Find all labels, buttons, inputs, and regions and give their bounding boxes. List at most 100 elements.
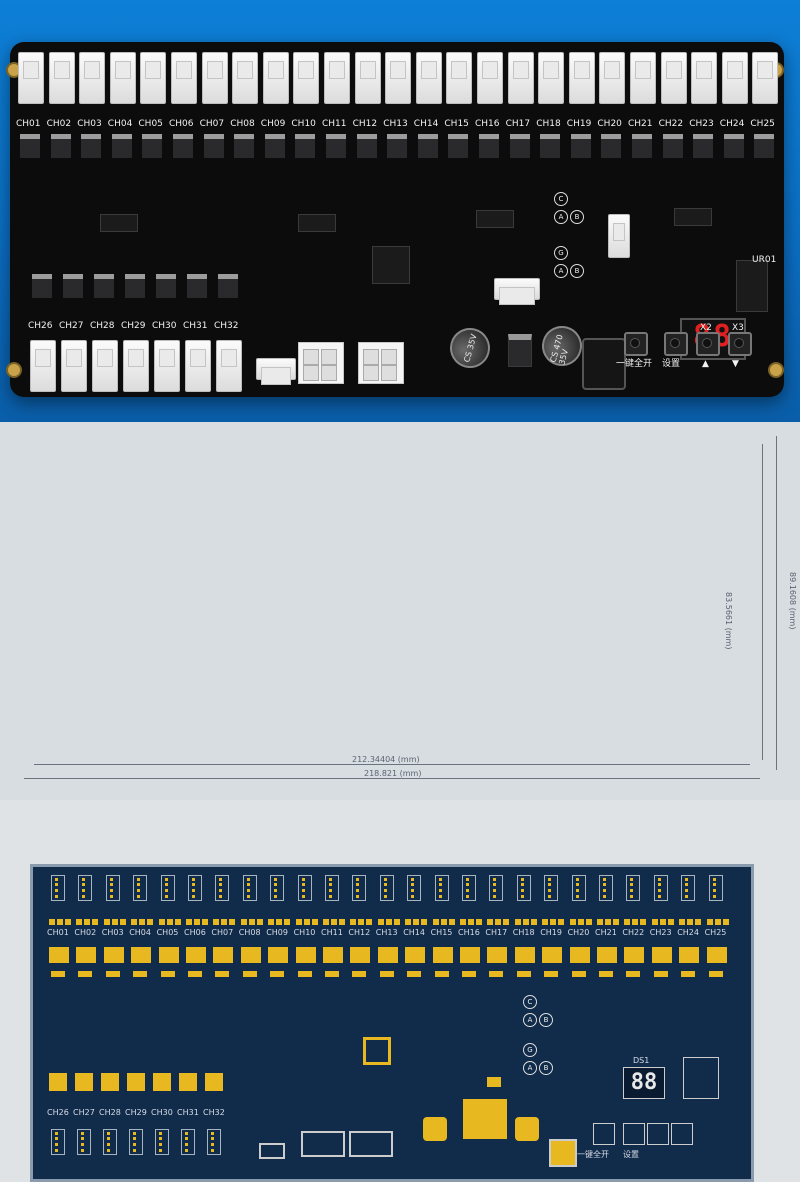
mosfet-pad (240, 947, 261, 963)
connector-footprint (259, 1143, 285, 1159)
channel-label: CH18 (536, 119, 561, 129)
mosfet (20, 134, 40, 158)
terminal-mark: A (523, 1061, 537, 1075)
channel-connector (262, 52, 289, 104)
all-on-button[interactable] (624, 332, 648, 356)
pad (84, 919, 91, 925)
connector-footprint (78, 875, 93, 901)
channel-label: CH31 (183, 321, 208, 331)
pad (722, 919, 729, 925)
pad (213, 919, 220, 925)
pad (350, 919, 357, 925)
up-button[interactable] (696, 332, 720, 356)
terminal-mark: A (554, 264, 568, 278)
channel-connector (385, 52, 412, 104)
channel-connector (721, 52, 748, 104)
mosfet (509, 134, 530, 158)
connector-footprint (242, 875, 257, 901)
pad (558, 919, 565, 925)
connector-footprint (681, 875, 696, 901)
down-label: ▼ (732, 359, 739, 369)
mosfet-pad (103, 947, 124, 963)
channel-connector (61, 340, 87, 392)
connector-footprint (51, 875, 65, 901)
channel-label: CH23 (649, 928, 672, 937)
ic-chip (100, 214, 138, 232)
setting-button[interactable] (664, 332, 688, 356)
mosfet (156, 274, 176, 298)
down-button[interactable] (728, 332, 752, 356)
pad (194, 919, 200, 925)
channel-connector (507, 52, 534, 104)
mosfet-pad (651, 947, 672, 963)
connector-footprint (301, 1131, 345, 1157)
channel-connector (354, 52, 381, 104)
channel-label: CH32 (214, 321, 239, 331)
ic-chip (674, 208, 712, 226)
pad (640, 919, 647, 925)
terminal-mark: B (539, 1061, 553, 1075)
mount-hole (768, 362, 784, 378)
pad (352, 971, 367, 977)
channel-label: CH15 (430, 928, 453, 937)
pad (158, 919, 165, 925)
mosfet-pad (213, 947, 234, 963)
channel-label: CH08 (230, 119, 255, 129)
channel-label: CH20 (597, 119, 622, 129)
pad (78, 971, 93, 977)
pad (462, 971, 476, 977)
pad (331, 919, 337, 925)
pad (174, 919, 181, 925)
connector-footprint (544, 875, 559, 901)
connector-footprint (626, 875, 641, 901)
pad (434, 971, 449, 977)
channel-label: CH20 (567, 928, 590, 937)
mcu-chip (372, 246, 410, 284)
all-on-label: 一键全开 (616, 359, 653, 369)
channel-label: CH05 (138, 119, 163, 129)
mosfet (326, 134, 346, 158)
mosfet (81, 134, 102, 158)
channel-connector (171, 52, 197, 104)
connector-footprint (653, 875, 668, 901)
mosfet-pad (205, 1073, 223, 1091)
channel-label: CH28 (90, 321, 115, 331)
channel-connector (92, 340, 118, 392)
pad (489, 971, 504, 977)
channel-connector (123, 340, 149, 392)
mosfet (540, 134, 561, 158)
pad (421, 919, 428, 925)
capacitor: CS 35V (445, 323, 495, 373)
pad (569, 919, 576, 925)
header-connector (256, 358, 296, 385)
channel-label: CH09 (260, 119, 286, 129)
pad (111, 919, 118, 925)
terminal-mark: G (523, 1043, 537, 1057)
channel-label: CH12 (348, 928, 371, 937)
channel-label: CH03 (101, 928, 124, 937)
pad (571, 971, 586, 977)
channel-label: CH32 (203, 1108, 225, 1117)
channel-label: CH16 (458, 928, 480, 937)
mosfet (234, 134, 255, 158)
pad (248, 919, 255, 925)
ic-chip (476, 210, 514, 228)
pad (131, 919, 138, 925)
channel-label: CH24 (677, 928, 699, 937)
pad (544, 971, 559, 977)
channel-label: CH23 (689, 119, 714, 129)
channel-label: CH17 (485, 928, 508, 937)
pad (139, 919, 146, 925)
display-ref-label: UR01 (752, 255, 777, 265)
pad (385, 919, 392, 925)
channel-label: CH28 (99, 1108, 121, 1117)
pad (325, 971, 339, 977)
pad (221, 919, 228, 925)
mosfet-pad (323, 947, 343, 963)
pad (303, 919, 310, 925)
mosfet (754, 134, 775, 158)
channel-connector (48, 52, 75, 104)
pad (487, 1077, 501, 1087)
mosfet (723, 134, 744, 158)
pad (49, 919, 55, 925)
